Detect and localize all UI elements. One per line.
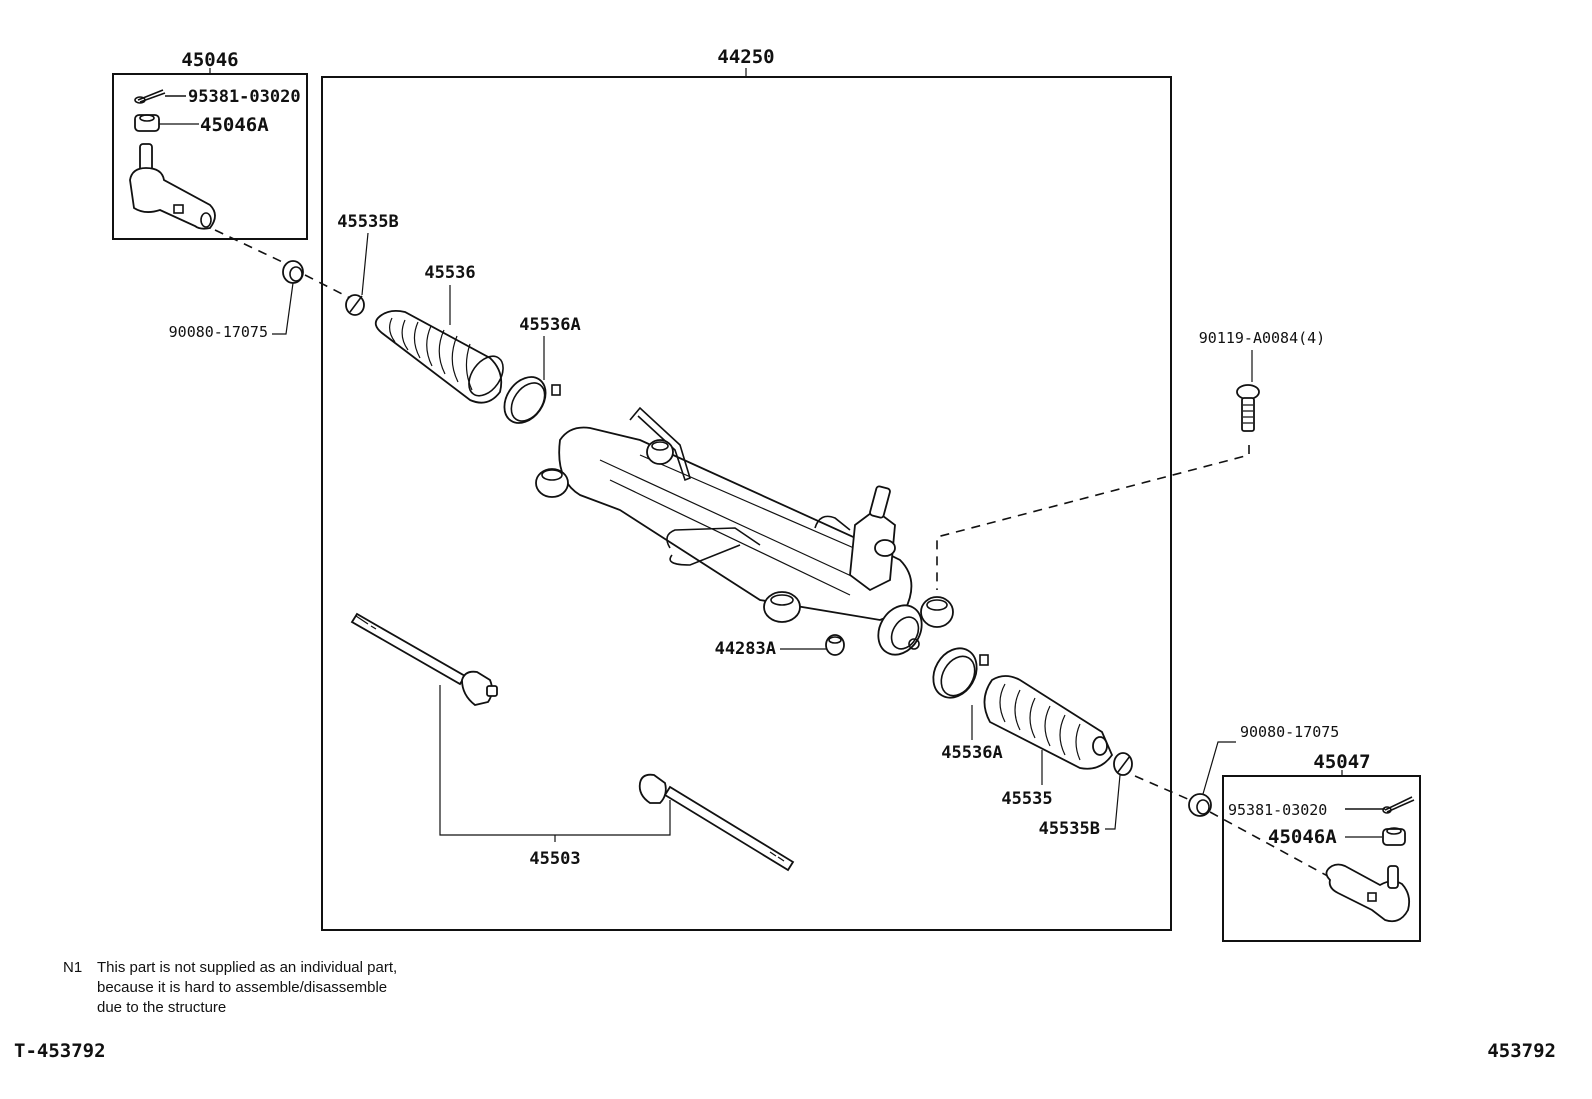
group-label-45046[interactable]: 45046 xyxy=(181,49,238,71)
steering-rack-housing-icon xyxy=(535,406,954,656)
boot-clip-lh-icon xyxy=(345,232,369,316)
cotter-pin-lh-icon xyxy=(134,89,186,104)
boot-band-rh-icon xyxy=(932,647,989,740)
steering-boot-lh-icon xyxy=(374,285,504,404)
note-line-3: due to the structure xyxy=(97,999,226,1016)
inner-tie-rod-lh-icon xyxy=(350,612,498,706)
figure-number: 453792 xyxy=(1487,1040,1556,1062)
assembly-axis-rh xyxy=(1134,775,1336,881)
part-label-45046A-rh[interactable]: 45046A xyxy=(1268,826,1337,848)
assembly-axis-lh xyxy=(214,229,351,299)
lock-nut-rh-icon xyxy=(1188,741,1236,817)
part-label-90119-A0084[interactable]: 90119-A0084(4) xyxy=(1199,329,1325,347)
castle-nut-lh-icon xyxy=(134,114,199,132)
steering-boot-rh-icon xyxy=(983,675,1114,785)
note-line-2: because it is hard to assemble/disassemb… xyxy=(97,979,387,996)
boot-clip-rh-icon xyxy=(1105,752,1133,830)
note-block: N1 This part is not supplied as an indiv… xyxy=(63,959,397,1016)
part-label-90080-17075-lh[interactable]: 90080-17075 xyxy=(169,323,268,341)
part-label-44283A[interactable]: 44283A xyxy=(715,639,776,659)
group-box-gear-assembly: 44250 xyxy=(321,46,1172,931)
group-label-45047[interactable]: 45047 xyxy=(1313,751,1370,773)
inner-tie-rod-rh-icon xyxy=(638,773,795,872)
part-label-45046A-lh[interactable]: 45046A xyxy=(200,114,269,136)
group-box-tie-rod-end-rh: 45047 xyxy=(1222,751,1421,942)
part-label-95381-03020-lh[interactable]: 95381-03020 xyxy=(188,87,301,107)
part-label-45536[interactable]: 45536 xyxy=(424,263,475,283)
part-label-45536A-rh[interactable]: 45536A xyxy=(941,743,1002,763)
inner-tie-rod-leader xyxy=(439,685,671,842)
part-label-45503[interactable]: 45503 xyxy=(529,849,580,869)
illustration-code: T-453792 xyxy=(14,1040,106,1062)
boot-band-lh-icon xyxy=(503,336,561,424)
note-line-1: This part is not supplied as an individu… xyxy=(97,959,397,976)
part-label-45536A-lh[interactable]: 45536A xyxy=(519,315,580,335)
tie-rod-end-rh-icon xyxy=(1325,863,1411,923)
castle-nut-rh-icon xyxy=(1345,827,1406,846)
part-label-45535B-lh[interactable]: 45535B xyxy=(337,212,398,232)
tie-rod-end-lh-icon xyxy=(129,143,216,230)
bushing-icon xyxy=(780,634,845,656)
cotter-pin-rh-icon xyxy=(1345,796,1415,814)
part-label-45535[interactable]: 45535 xyxy=(1001,789,1052,809)
part-label-45535B-rh[interactable]: 45535B xyxy=(1039,819,1100,839)
note-marker: N1 xyxy=(63,959,82,976)
bolt-axis xyxy=(936,445,1250,590)
group-label-44250[interactable]: 44250 xyxy=(717,46,774,68)
bolt-icon xyxy=(1236,350,1260,432)
part-label-95381-03020-rh[interactable]: 95381-03020 xyxy=(1228,801,1327,819)
part-label-90080-17075-rh[interactable]: 90080-17075 xyxy=(1240,723,1339,741)
lock-nut-lh-icon xyxy=(272,260,304,335)
group-box-tie-rod-end-lh: 45046 xyxy=(112,49,308,240)
